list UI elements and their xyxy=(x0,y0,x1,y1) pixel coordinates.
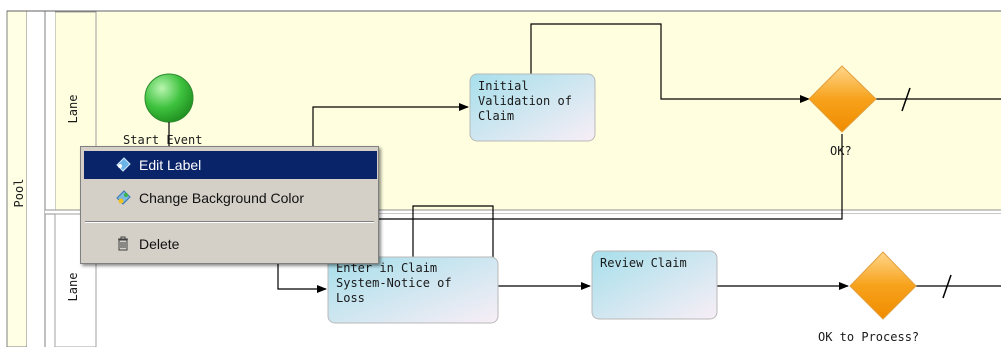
task-enter-in-claim[interactable] xyxy=(327,256,499,324)
sequence-flow[interactable] xyxy=(379,134,843,220)
menu-item-delete[interactable]: Delete xyxy=(84,230,377,258)
lane-2-label: Lane xyxy=(66,272,80,302)
lane-1-label: Lane xyxy=(66,94,80,124)
gateway-ok-to-process[interactable] xyxy=(849,251,917,320)
menu-item-edit-label[interactable]: Edit Label xyxy=(84,151,377,179)
menu-item-label: Edit Label xyxy=(139,157,202,173)
menu-item-label: Delete xyxy=(139,236,180,252)
sequence-flow[interactable] xyxy=(530,23,810,103)
edit-label-icon xyxy=(115,157,131,173)
menu-separator xyxy=(85,221,374,223)
context-menu: Edit Label Change Background Color Delet… xyxy=(80,146,379,264)
gateway-ok[interactable] xyxy=(808,65,877,133)
paint-icon xyxy=(115,190,131,206)
start-event-label: Start Event xyxy=(123,133,203,147)
gateway-label: OK? xyxy=(830,144,852,158)
task-initial-validation[interactable] xyxy=(469,73,596,142)
pool-label: Pool xyxy=(12,178,26,208)
default-flow-marker xyxy=(901,87,911,112)
delete-icon xyxy=(115,236,131,252)
start-event-circle[interactable] xyxy=(144,73,194,123)
default-flow-marker xyxy=(942,274,952,299)
menu-item-change-background-color[interactable]: Change Background Color xyxy=(84,184,377,212)
sequence-flow[interactable] xyxy=(412,205,494,286)
task-review-claim[interactable] xyxy=(591,250,718,320)
gateway-label: OK to Process? xyxy=(818,330,920,344)
menu-item-label: Change Background Color xyxy=(139,190,304,206)
sequence-flow[interactable] xyxy=(312,103,469,150)
sequence-flow[interactable] xyxy=(277,262,327,293)
